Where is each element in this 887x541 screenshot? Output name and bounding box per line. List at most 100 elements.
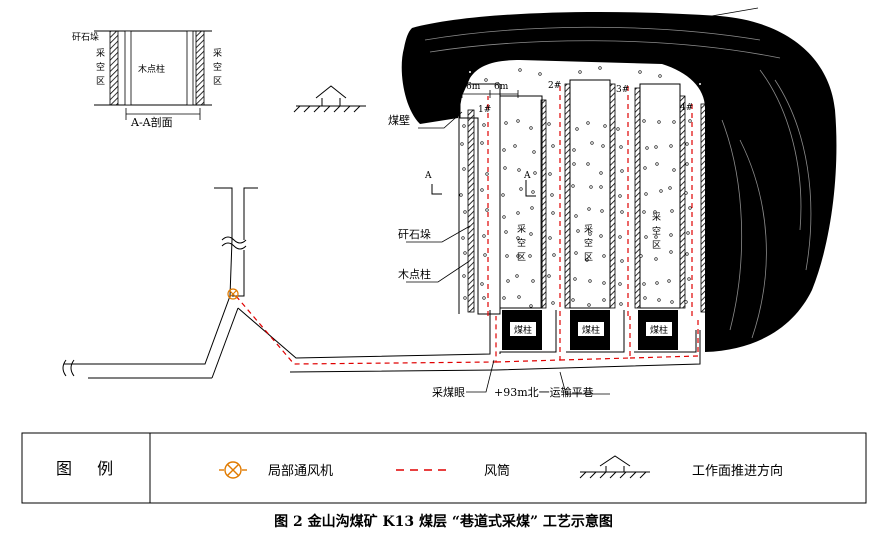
- svg-text:采: 采: [213, 48, 222, 59]
- wooden-post: [463, 296, 467, 300]
- wooden-post: [505, 254, 509, 258]
- wooden-post: [658, 74, 662, 78]
- wooden-post: [517, 295, 521, 299]
- wooden-post: [688, 206, 692, 210]
- wooden-post: [578, 70, 582, 74]
- wooden-post: [654, 145, 658, 149]
- wooden-post: [482, 296, 486, 300]
- wooden-post: [516, 119, 520, 123]
- section-goaf-right: 采 空 区: [213, 48, 222, 87]
- wooden-post: [669, 233, 673, 237]
- wooden-post: [551, 144, 555, 148]
- wooden-post: [518, 68, 522, 72]
- wooden-post: [502, 215, 506, 219]
- post-label-plan: 木点柱: [398, 267, 431, 281]
- wooden-post: [654, 235, 658, 239]
- wooden-post: [672, 120, 676, 124]
- wooden-post: [529, 304, 533, 308]
- wooden-post: [659, 189, 663, 193]
- wooden-post: [642, 282, 646, 286]
- wooden-post: [618, 282, 622, 286]
- wooden-post: [602, 298, 606, 302]
- wooden-post: [571, 184, 575, 188]
- pillar-label-3: 煤柱: [650, 324, 668, 336]
- svg-text:区: 区: [213, 76, 222, 87]
- svg-text:区: 区: [517, 252, 526, 263]
- wooden-post: [460, 142, 464, 146]
- wooden-post: [669, 144, 673, 148]
- wooden-post: [619, 302, 623, 306]
- wooden-post: [459, 193, 463, 197]
- wooden-post: [599, 171, 603, 175]
- wooden-post: [513, 144, 517, 148]
- wooden-post: [587, 207, 591, 211]
- wooden-post: [587, 303, 591, 307]
- coal-hole-label: 采煤眼: [432, 386, 465, 399]
- wooden-post: [670, 300, 674, 304]
- goaf-label-drift-2: 采 空 区: [584, 224, 593, 263]
- svg-text:空: 空: [652, 225, 661, 237]
- legend-title: 图 例: [56, 459, 123, 478]
- legend-frame: [21, 432, 867, 504]
- section-post-label: 木点柱: [138, 63, 165, 75]
- wooden-post: [644, 235, 648, 239]
- break-marks: [62, 236, 247, 377]
- svg-text:空: 空: [517, 237, 526, 249]
- legend-label-fan: 局部通风机: [268, 464, 333, 479]
- wooden-post: [620, 210, 624, 214]
- coal-wall-label: 煤壁: [388, 113, 410, 127]
- wooden-post: [482, 234, 486, 238]
- fan-icon: [227, 288, 239, 300]
- legend-fan-icon: [219, 461, 247, 479]
- wooden-post: [618, 235, 622, 239]
- wooden-post: [601, 144, 605, 148]
- wooden-post: [572, 148, 576, 152]
- wooden-post: [550, 193, 554, 197]
- section-mark-left: [431, 184, 442, 195]
- wooden-post: [533, 171, 537, 175]
- wooden-post: [620, 259, 624, 263]
- section-title: A-A剖面: [130, 115, 173, 129]
- gangue-label-plan: 矸石垛: [398, 228, 431, 241]
- pillar-label-2: 煤柱: [582, 324, 600, 336]
- wooden-post: [504, 121, 508, 125]
- wooden-post: [480, 282, 484, 286]
- wooden-post: [482, 123, 486, 127]
- wooden-post: [589, 185, 593, 189]
- wooden-post: [503, 166, 507, 170]
- wooden-post: [501, 193, 505, 197]
- legend-advance-direction-icon: [579, 455, 650, 479]
- wooden-post: [684, 300, 688, 304]
- svg-text:区: 区: [584, 252, 593, 263]
- wooden-post: [506, 279, 510, 283]
- wooden-post: [669, 250, 673, 254]
- wooden-post: [620, 169, 624, 173]
- wooden-post: [655, 281, 659, 285]
- wooden-post: [653, 210, 657, 214]
- wooden-post: [485, 172, 489, 176]
- wooden-post: [686, 231, 690, 235]
- wooden-post: [548, 172, 552, 176]
- wooden-post: [468, 70, 472, 74]
- wooden-post: [603, 124, 607, 128]
- wooden-post: [685, 142, 689, 146]
- figure-caption: 图 2 金山沟煤矿 K13 煤层 “巷道式采煤” 工艺示意图: [274, 514, 613, 530]
- wooden-post: [576, 229, 580, 233]
- svg-text:空: 空: [584, 237, 593, 249]
- face-label: 采煤工作面: [560, 47, 605, 59]
- svg-text:采: 采: [517, 224, 526, 235]
- wooden-post: [519, 187, 523, 191]
- wooden-post: [480, 141, 484, 145]
- wooden-post: [644, 192, 648, 196]
- wooden-post: [548, 236, 552, 240]
- wooden-post: [585, 258, 589, 262]
- wooden-post: [685, 162, 689, 166]
- goaf-label-drift-3: 采 空 区: [652, 212, 661, 251]
- wooden-post: [672, 168, 676, 172]
- wooden-post: [463, 251, 467, 255]
- wooden-post: [551, 301, 555, 305]
- wooden-post: [480, 188, 484, 192]
- wooden-post: [657, 120, 661, 124]
- wooden-post: [668, 186, 672, 190]
